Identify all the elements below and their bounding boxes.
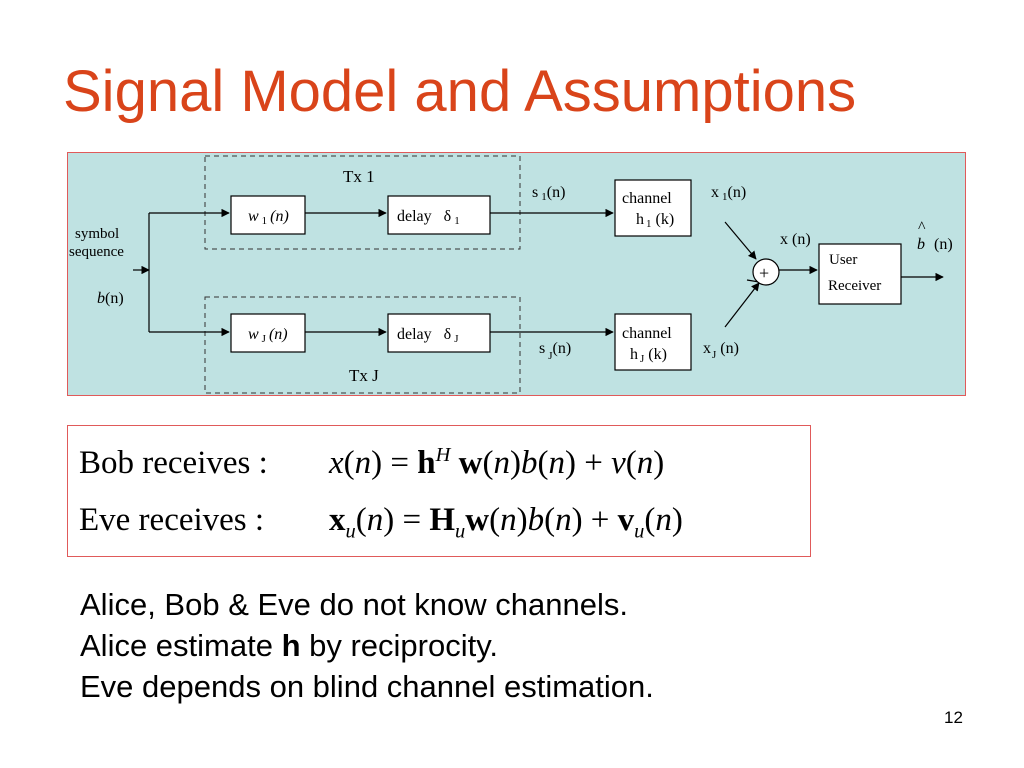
eve-equation: Eve receives : xu(n) = Huw(n)b(n) + vu(n) [79,502,683,544]
bhat-label: b(n) [917,236,953,253]
assumption-line-2: Alice estimate h by reciprocity. [80,628,499,663]
w1-block [230,195,306,235]
xn-label: x (n) [780,231,811,248]
b-n-label: b(n) [97,290,124,307]
bob-label: Bob receives : [79,445,268,481]
delay1-block [387,195,491,235]
user-text: User [829,252,857,268]
txJ-label: Tx J [349,366,379,385]
txJ-dashed-box [204,296,521,394]
assumption-line-3: Eve depends on blind channel estimation. [80,669,654,704]
assumption-list: Alice, Bob & Eve do not know channels. A… [80,584,654,707]
assumption-line-1: Alice, Bob & Eve do not know channels. [80,587,628,622]
receiver-text: Receiver [828,278,881,294]
eve-label: Eve receives : [79,502,265,538]
tx1-label: Tx 1 [343,167,375,186]
slide-title: Signal Model and Assumptions [63,59,857,124]
channelJ-label: channel [622,325,672,342]
bob-formula: x(n) = hH w(n)b(n) + v(n) [329,444,665,481]
equation-box: Bob receives :x(n) = hH w(n)b(n) + v(n) … [67,425,811,557]
delayJ-block [387,313,491,353]
page-number: 12 [944,708,963,727]
sum-node [752,258,780,286]
sequence-text: sequence [69,244,124,260]
channel1-label: channel [622,190,672,207]
arrow-channel1-to-sum [724,221,757,260]
xJ-label: xJ(n) [703,340,739,361]
symbol-text: symbol [75,226,119,242]
arrow-channelJ-to-sum-diag [724,282,760,328]
user-receiver-block [818,243,902,305]
bob-equation: Bob receives : x(n) = hH w(n)b(n) + v(n) [79,444,664,482]
wJ-block [230,313,306,353]
eve-formula: xu(n) = Huw(n)b(n) + vu(n) [329,502,683,543]
bhat-hat: ^ [918,219,926,236]
channelJ-block [614,313,692,371]
tx1-dashed-box [204,155,521,250]
sum-plus: + [759,263,769,283]
channel1-block [614,179,692,237]
